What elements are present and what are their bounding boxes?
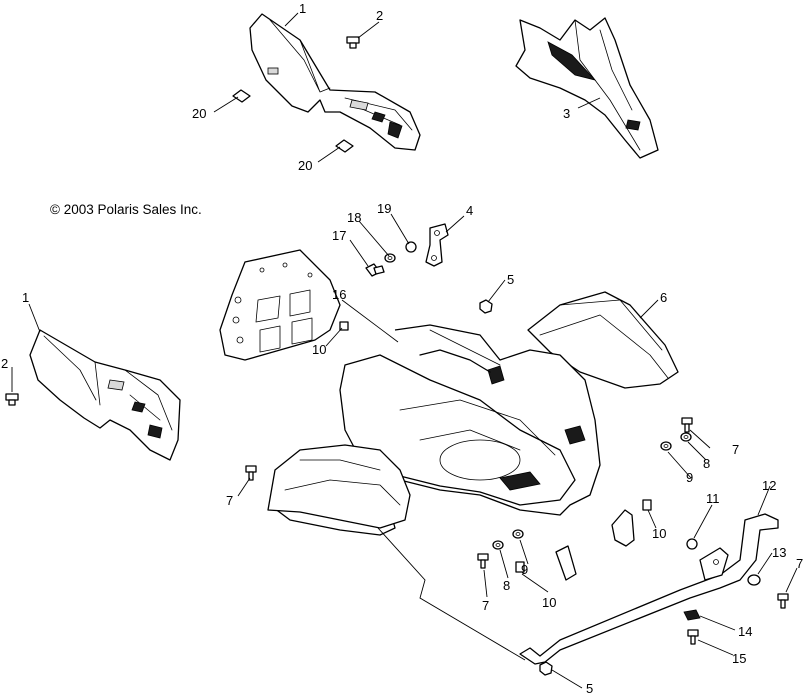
front-cab <box>267 324 601 536</box>
callout-19: 19 <box>377 201 391 216</box>
nut-19 <box>405 241 417 253</box>
callout-7-bottom: 7 <box>482 598 489 613</box>
washer-8-bottom <box>492 540 504 550</box>
nut-13 <box>747 574 761 586</box>
screw-7-right-upper <box>681 417 693 433</box>
callout-10-bottom: 10 <box>542 595 556 610</box>
bracket-4 <box>425 223 449 267</box>
callout-9-bottom: 9 <box>521 562 528 577</box>
callout-9-right: 9 <box>686 470 693 485</box>
nose-piece <box>515 17 659 159</box>
bracket-right <box>611 509 635 547</box>
callout-18: 18 <box>347 210 361 225</box>
washer-9-bottom <box>512 529 524 539</box>
callout-8-right: 8 <box>703 456 710 471</box>
screw-2-left <box>5 393 19 406</box>
bracket-bottom <box>555 545 577 581</box>
callout-12: 12 <box>762 478 776 493</box>
washer-8-right <box>680 432 692 442</box>
screw-2-top <box>346 36 360 49</box>
nut-5-top <box>479 299 493 314</box>
callout-8-bottom: 8 <box>503 578 510 593</box>
nut-5-bottom <box>539 661 553 676</box>
screw-7-far-right <box>777 593 789 609</box>
callout-2-top: 2 <box>376 8 383 23</box>
callout-14: 14 <box>738 624 752 639</box>
callout-7-far-right: 7 <box>796 556 803 571</box>
leader-lines <box>11 12 798 689</box>
callout-10-right: 10 <box>652 526 666 541</box>
callout-6: 6 <box>660 290 667 305</box>
side-panel-left <box>29 329 181 461</box>
callout-1-left: 1 <box>22 290 29 305</box>
callout-1-top: 1 <box>299 1 306 16</box>
callout-4: 4 <box>466 203 473 218</box>
callout-5-bottom: 5 <box>586 681 593 694</box>
spacer-10-bottom <box>515 561 525 573</box>
callout-16: 16 <box>332 287 346 302</box>
screw-7-bottom <box>477 553 489 569</box>
callout-5-top: 5 <box>507 272 514 287</box>
callout-7-left: 7 <box>226 493 233 508</box>
clip-20-upper <box>232 89 251 103</box>
screw-17 <box>365 263 385 277</box>
callout-2-left: 2 <box>1 356 8 371</box>
callout-15: 15 <box>732 651 746 666</box>
clip-14 <box>683 609 701 621</box>
washer-9-right <box>660 441 672 451</box>
screw-7-left <box>245 465 257 481</box>
callout-7-right-upper: 7 <box>732 442 739 457</box>
spacer-10-right <box>642 499 652 511</box>
brace-12 <box>519 513 779 665</box>
callout-11: 11 <box>706 491 720 506</box>
callout-20-upper: 20 <box>192 106 206 121</box>
side-panel-top <box>249 13 421 151</box>
copyright-notice: © 2003 Polaris Sales Inc. <box>50 202 202 217</box>
callout-17: 17 <box>332 228 346 243</box>
spacer-10-upper <box>339 321 349 331</box>
screw-15 <box>687 629 699 645</box>
callout-3: 3 <box>563 106 570 121</box>
callout-13: 13 <box>772 545 786 560</box>
callout-20-lower: 20 <box>298 158 312 173</box>
washer-18 <box>384 253 396 263</box>
callout-10-upper: 10 <box>312 342 326 357</box>
clip-20-lower <box>335 139 354 153</box>
nut-11 <box>686 538 698 550</box>
grille-plate <box>219 249 341 361</box>
